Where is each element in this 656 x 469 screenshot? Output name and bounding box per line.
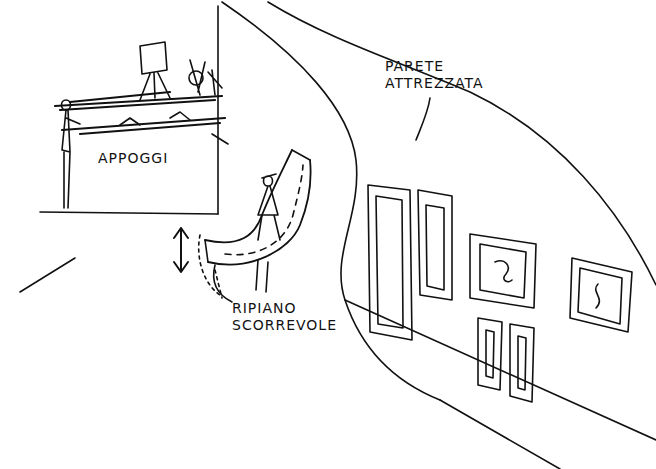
sliding-shelf	[205, 150, 292, 242]
wall-frame	[570, 258, 632, 332]
handwritten-label: PARETE ATTREZZATA	[385, 58, 484, 92]
wall-frame	[470, 234, 536, 308]
wall-corner	[217, 6, 219, 214]
object	[190, 60, 222, 95]
shelf	[62, 118, 225, 134]
leader-line	[416, 98, 430, 140]
person	[256, 174, 280, 292]
person	[62, 100, 81, 208]
wall-top	[268, 2, 656, 285]
wall-base	[440, 400, 560, 469]
easel	[140, 42, 170, 100]
leader-line	[212, 134, 228, 144]
wall-frame	[368, 185, 412, 340]
handwritten-label: APPOGGI	[98, 150, 168, 167]
wall-frame	[478, 318, 502, 390]
wall-frame	[510, 324, 534, 402]
wall-frame	[418, 190, 452, 300]
handwritten-label: RIPIANO SCORREVOLE	[232, 300, 337, 334]
sliding-shelf	[205, 150, 310, 262]
sliding-shelf-guide	[199, 235, 222, 298]
floor-line	[20, 258, 75, 292]
shelf	[55, 92, 222, 110]
object	[120, 112, 190, 125]
floor-line	[40, 212, 218, 214]
leader-line	[214, 265, 232, 302]
double-arrow	[174, 228, 188, 272]
frame-figure	[495, 261, 512, 282]
